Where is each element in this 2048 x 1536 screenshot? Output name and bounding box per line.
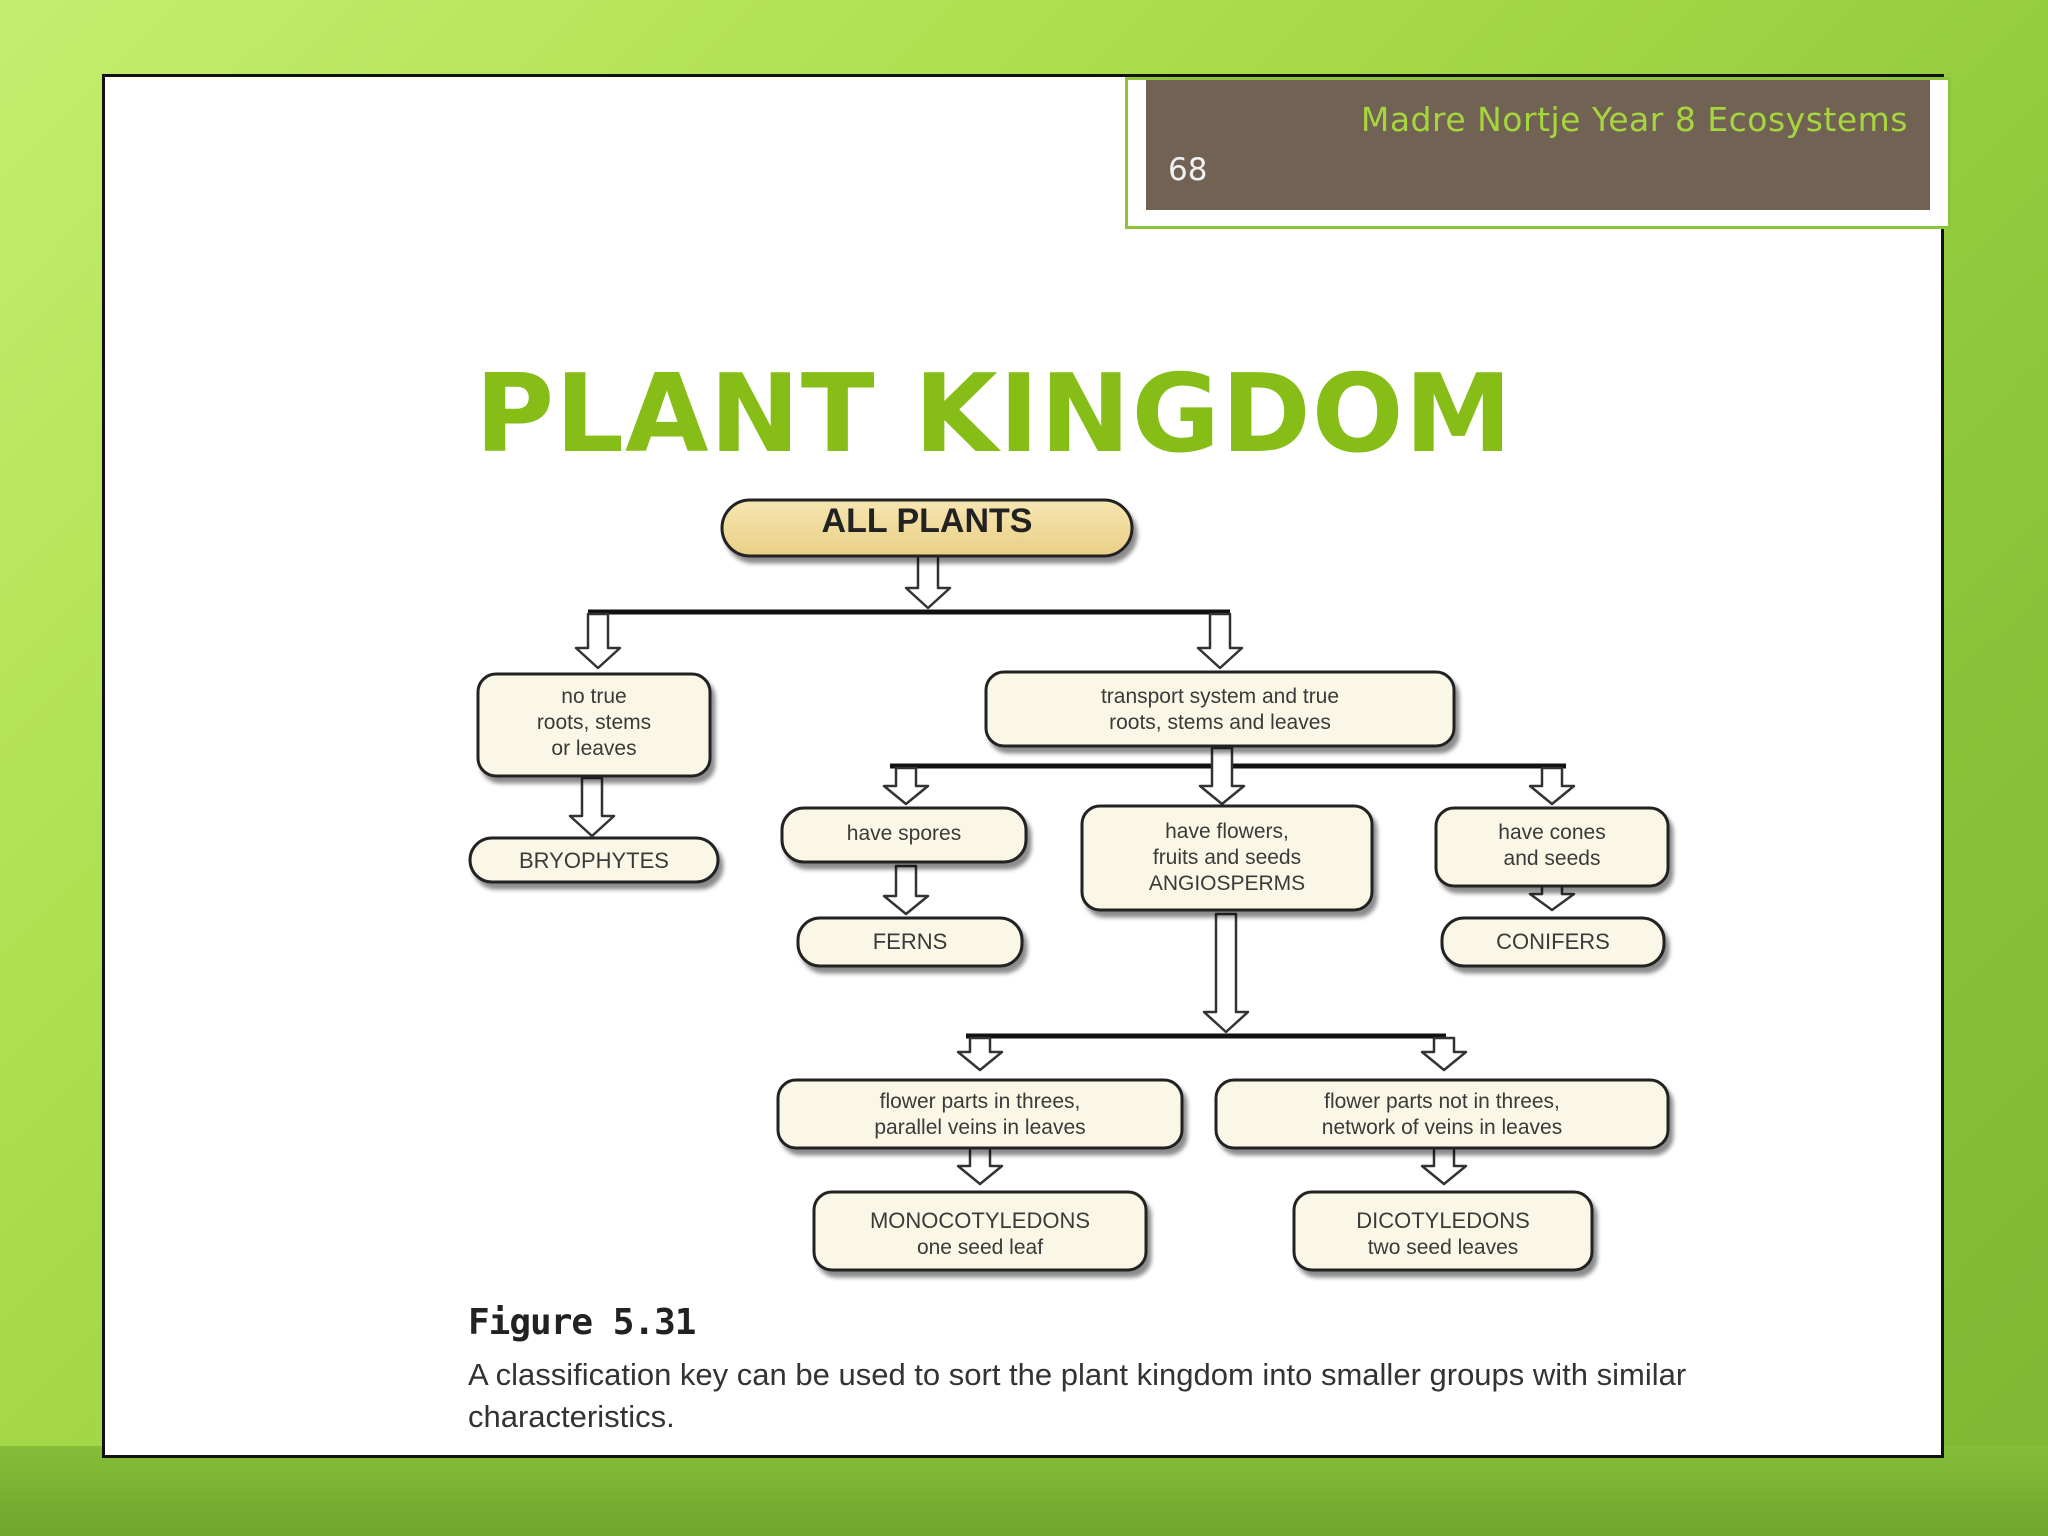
transport-line-1: transport system and true (1101, 685, 1339, 708)
threes-line-2: parallel veins in leaves (874, 1116, 1085, 1139)
threes-line-1: flower parts in threes, (880, 1090, 1081, 1113)
have-spores-label: have spores (847, 822, 961, 845)
no-true-roots-line-3: or leaves (551, 737, 636, 760)
node-no-true-roots: no true roots, stems or leaves (476, 672, 712, 778)
node-ferns: FERNS (796, 916, 1024, 968)
transport-line-2: roots, stems and leaves (1109, 711, 1331, 734)
node-all-plants: ALL PLANTS (720, 498, 1134, 558)
node-parts-not-in-threes: flower parts not in threes, network of v… (1214, 1078, 1670, 1150)
ferns-label: FERNS (873, 929, 948, 954)
dicots-line-1: DICOTYLEDONS (1356, 1208, 1530, 1233)
no-true-roots-line-2: roots, stems (537, 711, 651, 734)
dicots-line-2: two seed leaves (1368, 1236, 1519, 1259)
conifers-label: CONIFERS (1496, 929, 1610, 954)
node-have-flowers: have flowers, fruits and seeds ANGIOSPER… (1080, 804, 1374, 912)
page-number: 68 (1168, 152, 1208, 188)
node-bryophytes: BRYOPHYTES (468, 836, 720, 884)
background-band (0, 1446, 2048, 1536)
have-flowers-line-2: fruits and seeds (1153, 846, 1301, 869)
header-box: Madre Nortje Year 8 Ecosystems 68 (1125, 77, 1951, 229)
not-threes-line-2: network of veins in leaves (1322, 1116, 1562, 1139)
monocots-line-2: one seed leaf (917, 1236, 1043, 1259)
node-have-spores: have spores (780, 806, 1028, 864)
header-inner: Madre Nortje Year 8 Ecosystems 68 (1146, 80, 1930, 210)
no-true-roots-line-1: no true (561, 685, 626, 708)
slide-title: PLANT KINGDOM (474, 352, 1514, 477)
monocots-line-1: MONOCOTYLEDONS (870, 1208, 1090, 1233)
header-title: Madre Nortje Year 8 Ecosystems (1360, 100, 1908, 139)
node-dicotyledons: DICOTYLEDONS two seed leaves (1292, 1190, 1594, 1272)
node-transport-system: transport system and true roots, stems a… (984, 670, 1456, 748)
node-have-cones: have cones and seeds (1434, 806, 1670, 888)
have-cones-line-2: and seeds (1504, 847, 1601, 870)
have-flowers-line-3: ANGIOSPERMS (1149, 872, 1305, 895)
figure-label: Figure 5.31 (468, 1302, 696, 1343)
have-flowers-line-1: have flowers, (1165, 820, 1289, 843)
node-conifers: CONIFERS (1440, 916, 1666, 968)
node-all-plants-label: ALL PLANTS (822, 502, 1033, 540)
bryophytes-label: BRYOPHYTES (519, 848, 669, 873)
not-threes-line-1: flower parts not in threes, (1324, 1090, 1560, 1113)
arrows (568, 554, 1576, 1186)
have-cones-line-1: have cones (1498, 821, 1605, 844)
node-parts-in-threes: flower parts in threes, parallel veins i… (776, 1078, 1184, 1150)
node-monocotyledons: MONOCOTYLEDONS one seed leaf (812, 1190, 1148, 1272)
figure-caption: A classification key can be used to sort… (468, 1357, 1687, 1434)
